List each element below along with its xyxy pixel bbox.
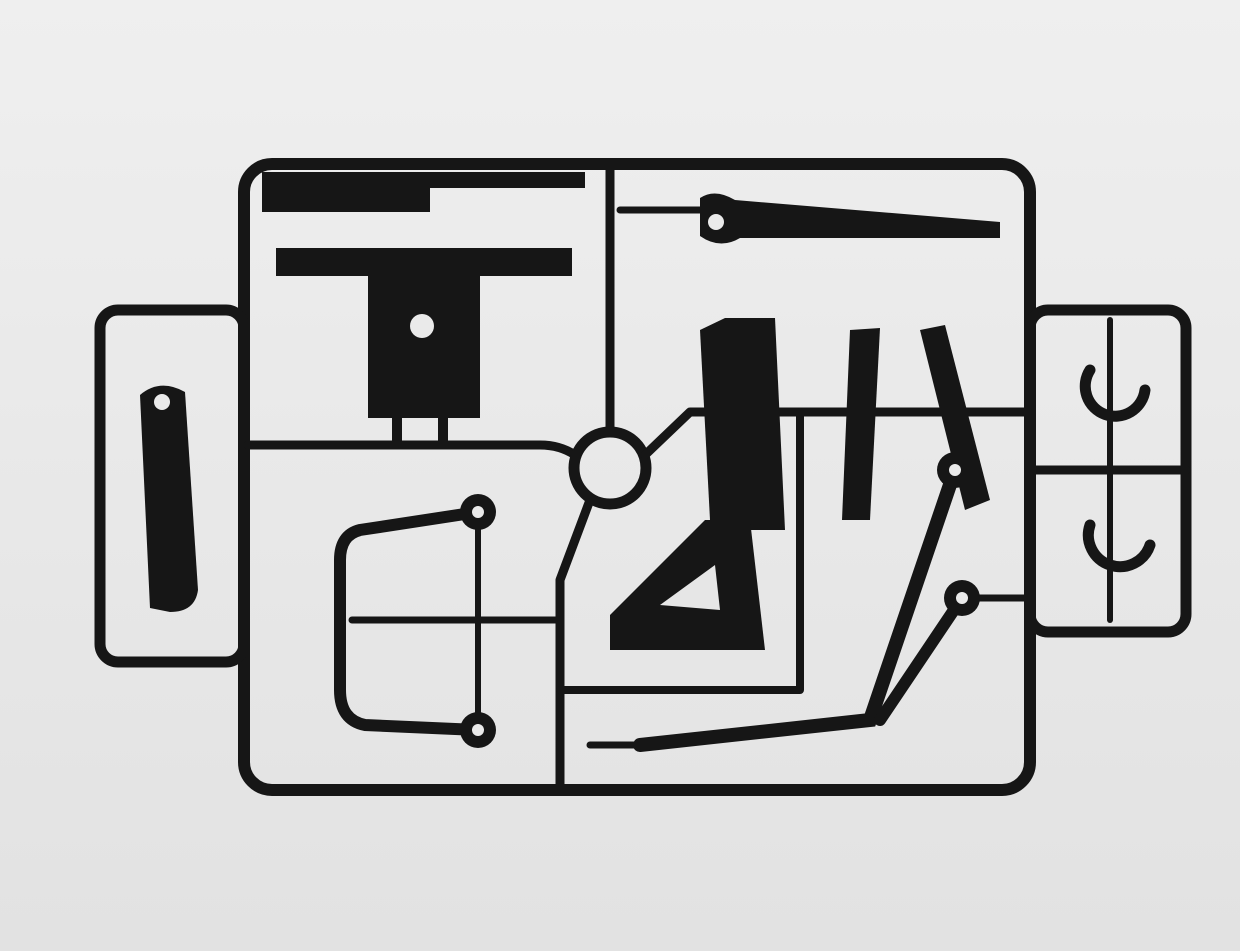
part-link [842, 328, 880, 520]
part-top-bar-step [430, 172, 585, 188]
part-hole [949, 464, 961, 476]
part-hole [708, 214, 724, 230]
part-hole [472, 506, 484, 518]
part-u-loop [334, 506, 484, 736]
part-hole [472, 724, 484, 736]
part-long-arm [633, 463, 962, 752]
part-top-bar [262, 172, 430, 212]
part-hole [956, 592, 968, 604]
runner [555, 495, 595, 791]
part-hole [154, 394, 170, 410]
part-left-bracket [140, 385, 198, 612]
part-long-arm [874, 592, 968, 726]
part-upper-arm [700, 193, 1000, 244]
part-gate [438, 414, 448, 444]
part-c-clip [1079, 364, 1151, 422]
runner-hub [568, 426, 652, 510]
runner [640, 407, 1033, 460]
runner [556, 408, 804, 694]
sprue-left-frame [94, 304, 250, 668]
part-gate [392, 414, 402, 444]
part-cutout [660, 565, 720, 610]
part-hole [410, 314, 434, 338]
part-c-clip [1082, 519, 1156, 573]
part-center-upright [700, 318, 785, 530]
part-link [920, 325, 990, 510]
